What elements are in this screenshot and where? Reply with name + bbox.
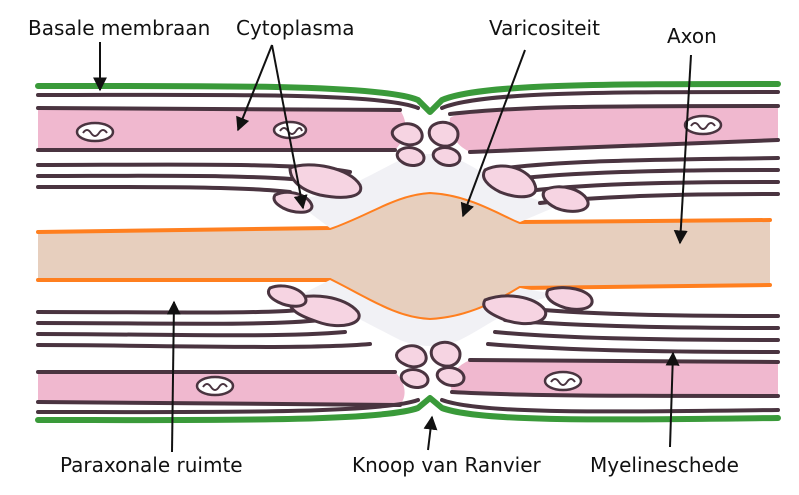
mitochondrion [683,114,723,136]
paraxonal-space-top [290,154,560,228]
paraxonal-space-bottom [290,280,560,346]
label-varicosity: Varicositeit [489,16,600,40]
label-paraxonal-space: Paraxonale ruimte [60,453,243,477]
basal-membrane-bottom [35,395,781,424]
basal-membrane-top [35,81,781,115]
varicosity-pointer [460,49,526,218]
cytoplasm-pointer [271,44,308,210]
label-axon: Axon [667,24,717,48]
mitochondrion [75,121,115,143]
terminal-loops-lower [266,284,594,389]
paraxonal-space-pointer [166,300,181,453]
label-cytoplasm: Cytoplasma [236,16,355,40]
axon [38,192,770,320]
label-basal-membrane: Basale membraan [28,16,210,40]
mitochondrion [543,370,583,392]
node-of-ranvier-pointer [423,415,438,451]
myelin-sheath-pointer [665,351,680,448]
axon-pointer [673,54,692,245]
mitochondrion [195,375,235,397]
label-node-of-ranvier: Knoop van Ranvier [352,453,542,477]
cytoplasm-pointer [236,44,273,132]
label-myelin-sheath: Myelineschede [590,453,739,477]
